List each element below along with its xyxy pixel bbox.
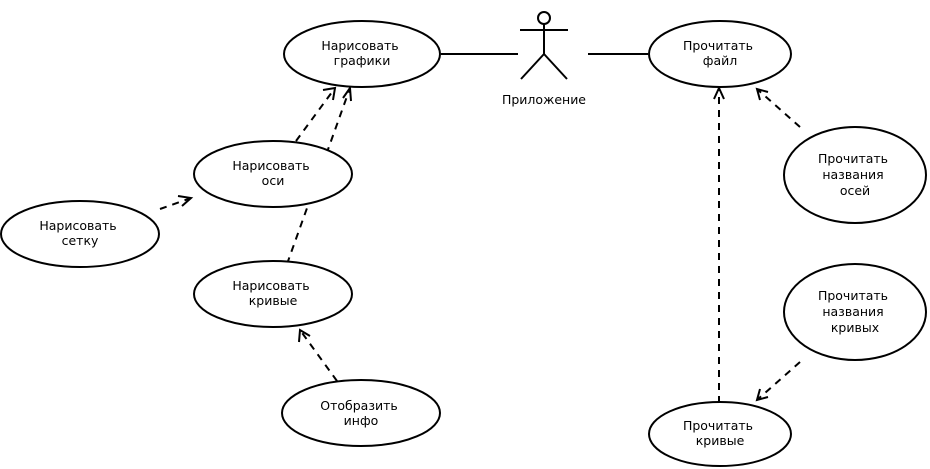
use-case-label-line: кривые: [696, 433, 745, 448]
svg-text:Отобразить инфо: Отобразить инфо: [320, 398, 401, 428]
use-case-label-line: инфо: [344, 413, 379, 428]
use-case-label-line: Прочитать: [818, 288, 888, 303]
svg-text:Нарисовать сетку: Нарисовать сетку: [39, 218, 120, 248]
svg-text:Прочитать файл: Прочитать файл: [683, 38, 757, 68]
svg-text:Нарисовать кривые: Нарисовать кривые: [232, 278, 313, 308]
actor-label: Приложение: [502, 92, 586, 107]
use-case-draw-axes: Нарисовать оси: [193, 140, 353, 208]
use-case-label-line: Нарисовать: [232, 278, 309, 293]
use-case-label-line: Нарисовать: [39, 218, 116, 233]
use-case-label-line: файл: [703, 53, 737, 68]
use-case-label-line: Нарисовать: [321, 38, 398, 53]
svg-text:Прочитать кривые: Прочитать кривые: [683, 418, 757, 448]
use-case-label-line: названия: [822, 304, 883, 319]
dependency-draw-grid-to-draw-axes: [159, 195, 194, 210]
dependency-draw-axes-to-draw-graphs: [295, 86, 337, 142]
use-case-label-line: Прочитать: [683, 418, 753, 433]
actor-app: Приложение: [502, 11, 586, 107]
use-case-show-info: Отобразить инфо: [281, 379, 441, 447]
use-case-draw-graphs: Нарисовать графики: [283, 20, 441, 88]
svg-text:Прочитать названия: Прочитать названия кривых: [818, 288, 892, 335]
use-case-read-axis-names: Прочитать названия осей: [783, 126, 927, 224]
use-case-label-line: осей: [840, 183, 870, 198]
use-case-label-line: названия: [822, 167, 883, 182]
use-case-label-line: Прочитать: [818, 151, 888, 166]
use-case-read-curve-names: Прочитать названия кривых: [783, 263, 927, 361]
use-case-label-line: графики: [334, 53, 391, 68]
dependency-read-curve-names-to-read-curves: [755, 361, 801, 402]
use-case-label-line: сетку: [62, 233, 99, 248]
use-case-label-line: Отобразить: [320, 398, 398, 413]
svg-text:Нарисовать оси: Нарисовать оси: [232, 158, 313, 188]
use-case-label-line: кривых: [831, 320, 879, 335]
use-case-label-line: кривые: [249, 293, 298, 308]
svg-text:Нарисовать графики: Нарисовать графики: [321, 38, 402, 68]
dependency-read-curves-to-read-file: [713, 85, 725, 403]
use-case-draw-grid: Нарисовать сетку: [0, 200, 160, 268]
use-case-label-line: оси: [262, 173, 285, 188]
dependencies: [159, 85, 801, 403]
svg-text:Прочитать названия: Прочитать названия осей: [818, 151, 892, 198]
stick-figure-icon: [520, 11, 568, 80]
use-case-read-curves: Прочитать кривые: [648, 401, 792, 467]
dependency-show-info-to-draw-curves: [298, 328, 338, 382]
use-case-draw-curves: Нарисовать кривые: [193, 260, 353, 328]
use-case-label-line: Нарисовать: [232, 158, 309, 173]
use-case-read-file: Прочитать файл: [648, 20, 792, 88]
dependency-read-axis-names-to-read-file: [755, 87, 801, 128]
use-case-label-line: Прочитать: [683, 38, 753, 53]
